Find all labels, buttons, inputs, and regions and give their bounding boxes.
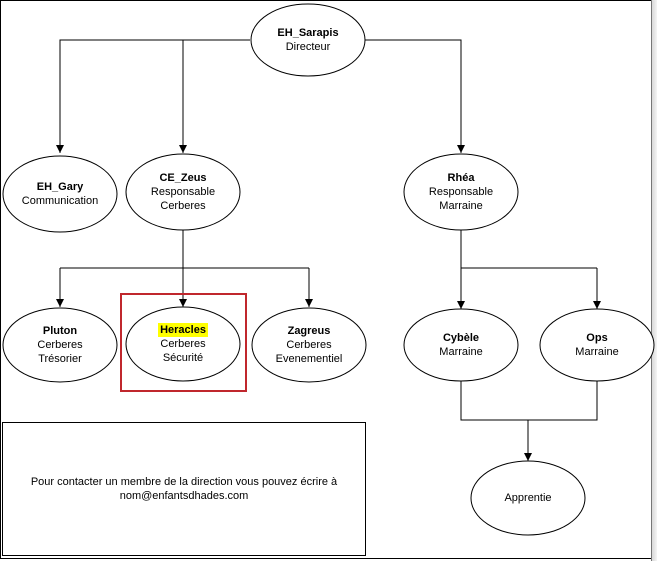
contact-email: nom@enfantsdhades.com (119, 490, 249, 502)
node-role: Marraine (575, 346, 619, 358)
node-role: Cerberes (160, 338, 206, 350)
node-name: Pluton (42, 325, 78, 337)
node-name: Cybèle (442, 332, 480, 344)
node-zeus-shape (125, 153, 241, 231)
node-role: Marraine (439, 346, 483, 358)
node-name: Zagreus (287, 325, 331, 337)
node-gary-shape (2, 155, 118, 233)
node-role: Cerberes (286, 339, 332, 351)
node-apprentie-shape (470, 460, 586, 536)
node-pluton: Pluton Cerberes Trésorier (3, 308, 117, 382)
connector-sarapis-rhea (365, 39, 465, 153)
node-gary: EH_Gary Communication (3, 156, 117, 232)
node-name: Rhéa (447, 172, 475, 184)
node-heracles: Heracles Cerberes Sécurité (126, 307, 240, 381)
node-pluton-shape (2, 307, 118, 383)
contact-info-box: Pour contacter un membre de la direction… (2, 422, 366, 556)
node-role: Marraine (439, 200, 483, 212)
connector-cybele-apprentie (460, 380, 528, 421)
node-zagreus-shape (251, 307, 367, 383)
node-heracles-shape (125, 306, 241, 382)
node-role: Sécurité (162, 352, 204, 364)
node-name-highlighted: Heracles (158, 323, 208, 337)
node-role: Responsable (150, 186, 216, 198)
node-role: Cerberes (37, 339, 83, 351)
node-ops: Ops Marraine (540, 309, 654, 381)
node-role: Evenementiel (275, 353, 343, 365)
node-rhea: Rhéa Responsable Marraine (404, 154, 518, 230)
node-role: Apprentie (504, 492, 552, 504)
window-edge-scrollbar[interactable] (651, 0, 657, 561)
node-ops-shape (539, 308, 655, 382)
node-zeus: CE_Zeus Responsable Cerberes (126, 154, 240, 230)
connector-sarapis-gary (56, 39, 250, 153)
node-sarapis: EH_Sarapis Directeur (251, 4, 365, 76)
node-role: Directeur (285, 41, 331, 53)
contact-line: Pour contacter un membre de la direction… (30, 476, 338, 488)
node-zagreus: Zagreus Cerberes Evenementiel (252, 308, 366, 382)
node-role: Communication (21, 195, 99, 207)
node-name: Ops (586, 332, 608, 344)
node-cybele-shape (403, 308, 519, 382)
node-name: CE_Zeus (159, 172, 207, 184)
connector-ops-apprentie (528, 380, 598, 421)
node-cybele: Cybèle Marraine (404, 309, 518, 381)
node-role: Cerberes (160, 200, 206, 212)
node-name: EH_Sarapis (277, 27, 339, 39)
node-sarapis-shape (250, 3, 366, 77)
highlight-frame (120, 293, 247, 392)
node-role: Responsable (428, 186, 494, 198)
node-rhea-shape (403, 153, 519, 231)
node-role: Trésorier (38, 353, 82, 365)
node-name: EH_Gary (36, 181, 84, 193)
node-apprentie: Apprentie (471, 461, 585, 535)
